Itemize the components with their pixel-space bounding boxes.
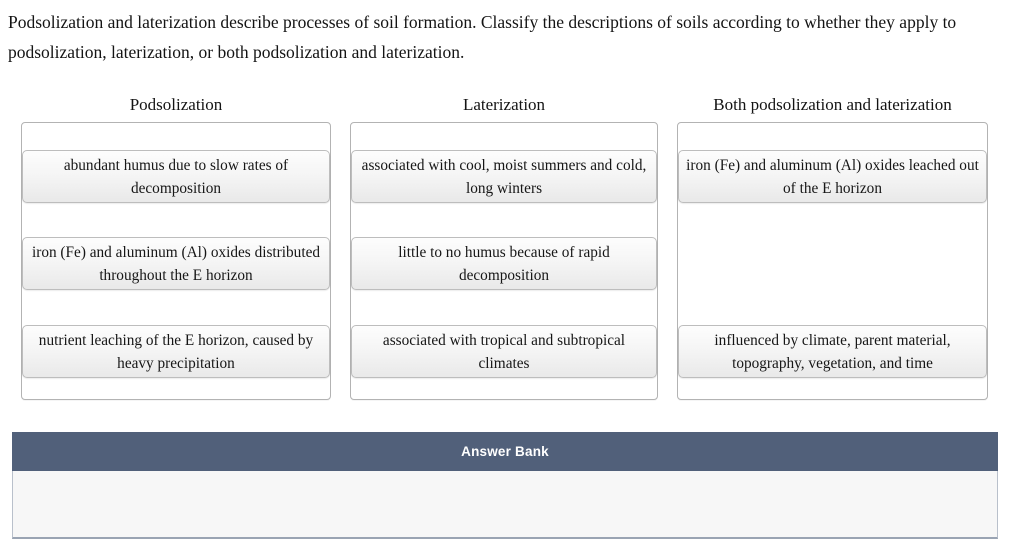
answer-tile-label: nutrient leaching of the E horizon, caus…: [38, 331, 314, 372]
dropzone-laterization[interactable]: associated with cool, moist summers and …: [350, 122, 658, 400]
category-column-both: Both podsolization and laterization iron…: [677, 94, 988, 400]
answer-tile-label: abundant humus due to slow rates of deco…: [63, 156, 289, 197]
answer-tile[interactable]: influenced by climate, parent material, …: [678, 325, 987, 378]
column-header-both: Both podsolization and laterization: [713, 95, 952, 114]
column-header-podsolization: Podsolization: [129, 95, 223, 114]
answer-tile-label: influenced by climate, parent material, …: [714, 331, 951, 372]
answer-tile[interactable]: associated with cool, moist summers and …: [351, 150, 657, 203]
answer-tile[interactable]: iron (Fe) and aluminum (Al) oxides distr…: [22, 237, 330, 290]
question-prompt: Podsolization and laterization describe …: [8, 12, 957, 62]
category-column-laterization: Laterization associated with cool, moist…: [350, 94, 658, 400]
column-header-laterization: Laterization: [462, 95, 546, 114]
answer-tile-label: associated with tropical and subtropical…: [382, 331, 626, 372]
answer-tile[interactable]: little to no humus because of rapid deco…: [351, 237, 657, 290]
answer-tile-label: associated with cool, moist summers and …: [361, 156, 647, 197]
answer-bank: Answer Bank: [12, 432, 998, 539]
answer-tile[interactable]: abundant humus due to slow rates of deco…: [22, 150, 330, 203]
answer-tile[interactable]: nutrient leaching of the E horizon, caus…: [22, 325, 330, 378]
answer-tile-label: iron (Fe) and aluminum (Al) oxides distr…: [31, 243, 321, 284]
answer-tile[interactable]: iron (Fe) and aluminum (Al) oxides leach…: [678, 150, 987, 203]
dropzone-podsolization[interactable]: abundant humus due to slow rates of deco…: [21, 122, 331, 400]
answer-tile-label: little to no humus because of rapid deco…: [398, 243, 610, 284]
answer-bank-dropzone[interactable]: [12, 471, 998, 539]
dropzone-both[interactable]: iron (Fe) and aluminum (Al) oxides leach…: [677, 122, 988, 400]
answer-bank-title: Answer Bank: [12, 432, 998, 471]
answer-tile-label: iron (Fe) and aluminum (Al) oxides leach…: [686, 156, 979, 197]
category-column-podsolization: Podsolization abundant humus due to slow…: [21, 94, 331, 400]
answer-tile[interactable]: associated with tropical and subtropical…: [351, 325, 657, 378]
